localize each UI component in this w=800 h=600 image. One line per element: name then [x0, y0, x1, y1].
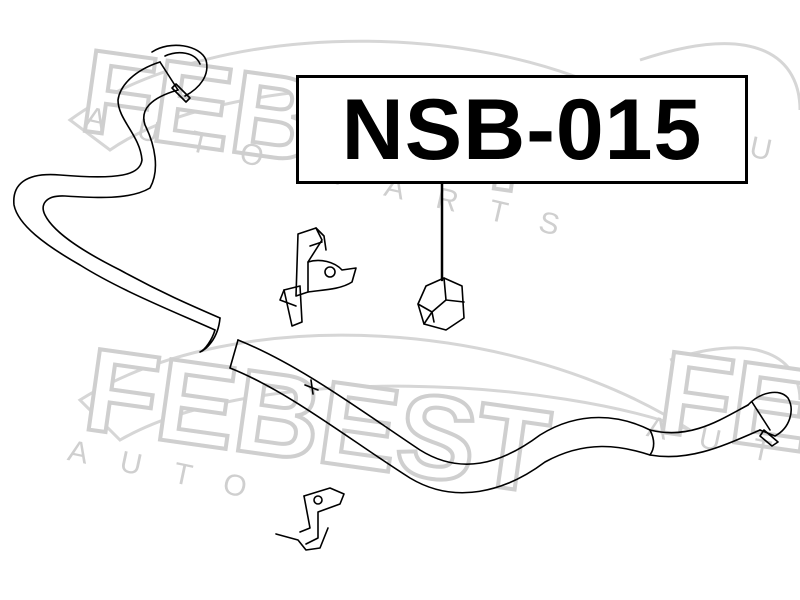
stabilizer-bar-left-section — [13, 44, 221, 353]
stabilizer-bushing — [417, 277, 465, 331]
part-code-box: NSB-015 — [296, 75, 748, 184]
bracket-clamp-upper — [279, 227, 357, 327]
stabilizer-bar-right-section — [229, 339, 792, 494]
part-code-label: NSB-015 — [341, 81, 703, 178]
bracket-clamp-lower — [275, 487, 345, 551]
